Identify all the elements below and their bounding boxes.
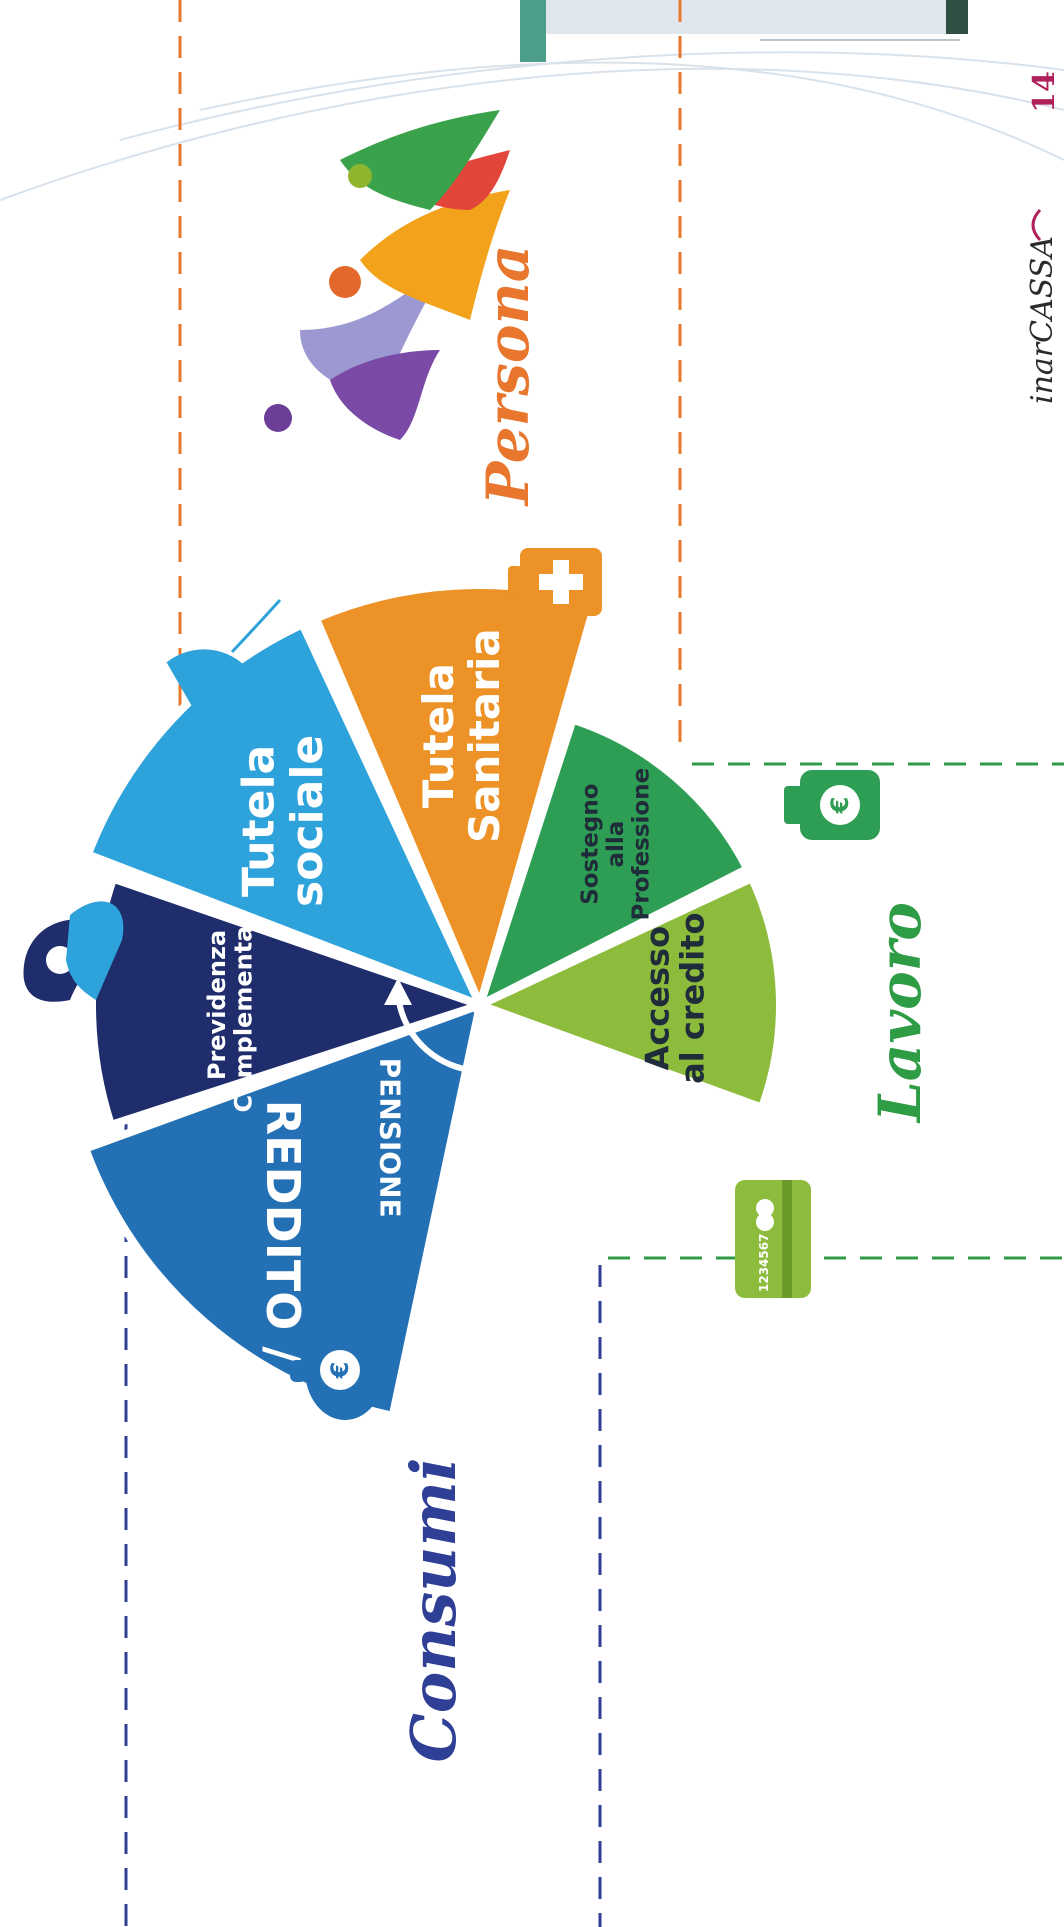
handshake-icon (23, 901, 124, 1002)
piggy-bank-icon: € (290, 1320, 392, 1420)
wheel-label-credito: Accessoal credito (638, 913, 711, 1084)
lavoro-title: Lavoro (866, 902, 934, 1124)
cash-euro-icon: € (784, 770, 880, 840)
cycle-arrow (395, 994, 471, 1073)
wheel-label-line: al credito (674, 913, 712, 1084)
page-number: 14 (1027, 71, 1062, 113)
welfare-wheel: REDDITO / PENSIONE PrevidenzaComplementare… (80, 581, 784, 1421)
footer-brand: inarCASSA 14 (1025, 71, 1062, 404)
consumi-title: Consumi (397, 1458, 470, 1763)
wheel-segment-tutela-sociale (82, 619, 488, 1013)
wheel-label-line: Previdenza (203, 930, 231, 1080)
wheel-segment-sostegno (473, 714, 753, 1013)
lavoro-boundary (608, 762, 1064, 1260)
persona-title: Persona (474, 245, 542, 508)
wheel-segment-credito (469, 872, 784, 1113)
wheel-label-sostegno: SostegnoallaProfessione (578, 768, 655, 921)
wheel-label-reddito-sub: PENSIONE (374, 1058, 407, 1218)
wheel-label-line: PENSIONE (374, 1058, 407, 1218)
wheel-label-tutela-sociale: Tutelasociale (234, 735, 333, 907)
wheel-label-tutela-sanitaria: TutelaSanitaria (414, 628, 509, 843)
wheel-label-line: alla (603, 821, 629, 868)
background-arcs (0, 51, 1064, 201)
top-right-decoration (520, 0, 968, 62)
wheel-label-line: Tutela (234, 745, 285, 897)
umbrella-icon (166, 598, 282, 706)
wheel-segment-previdenza (88, 873, 493, 1130)
card-number: 1234567 (757, 1234, 771, 1292)
piggy-euro-symbol: € (326, 1362, 354, 1380)
wheel-label-reddito: REDDITO / (256, 1100, 310, 1364)
medical-kit-icon (508, 548, 602, 616)
brand-logo-text: inarCASSA (1025, 236, 1060, 404)
wheel-label-line: sociale (282, 735, 333, 907)
people-illustration (264, 110, 510, 440)
euro-symbol: € (826, 797, 854, 815)
wheel-label-previdenza: PrevidenzaComplementare (203, 898, 257, 1113)
wheel-label-line: Sanitaria (460, 628, 509, 843)
wheel-label-line: REDDITO / (256, 1100, 310, 1364)
wheel-label-line: Tutela (414, 663, 463, 808)
credit-card-icon: 1234567 (735, 1180, 811, 1298)
wheel-label-line: Accesso (638, 926, 676, 1070)
wheel-label-line: Complementare (230, 898, 258, 1113)
wheel-label-line: Sostegno (578, 783, 604, 904)
wheel-label-line: Professione (628, 768, 654, 921)
cycle-arrow-head (384, 978, 412, 1005)
